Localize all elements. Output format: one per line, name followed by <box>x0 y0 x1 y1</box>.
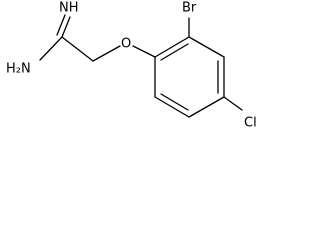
bond-ch2-o <box>92 45 121 62</box>
bond-c-ch2 <box>61 36 94 62</box>
bond-c-imine-2 <box>56 14 66 36</box>
ring-bond-5 <box>154 96 190 118</box>
ring-bond-5-inner <box>160 93 189 111</box>
ring-bond-4 <box>188 96 225 118</box>
amine-nh2-label: H₂N <box>6 62 31 77</box>
bond-o-ring <box>132 45 156 58</box>
structure-diagram: NH H₂N O Br Cl <box>6 1 257 131</box>
ring-bond-1-inner <box>160 43 189 61</box>
bond-c-imine-1 <box>61 16 71 38</box>
bond-ring-cl <box>223 96 243 111</box>
ring-bond-1 <box>154 36 190 58</box>
imine-nh-label: NH <box>59 1 79 16</box>
ring-bond-2 <box>188 36 225 58</box>
bond-c-amine <box>39 36 63 61</box>
chlorine-label: Cl <box>244 116 257 131</box>
ether-oxygen-label: O <box>121 37 131 52</box>
bromine-label: Br <box>182 1 197 16</box>
